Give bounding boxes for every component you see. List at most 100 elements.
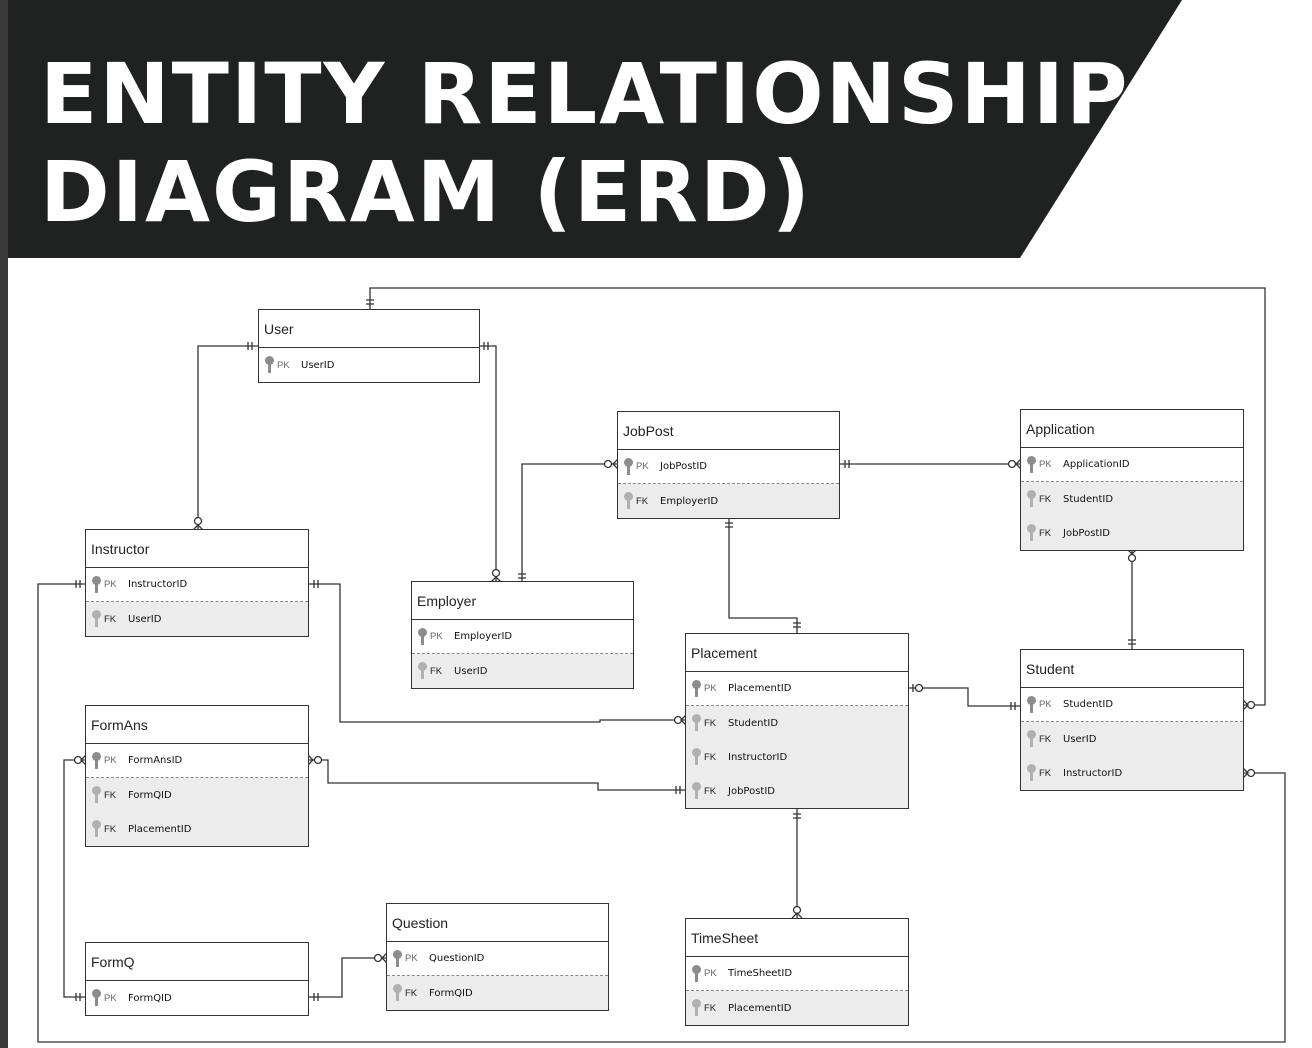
attr-row: PK JobPostID bbox=[618, 450, 839, 484]
crow-student-right-many bbox=[1242, 699, 1249, 711]
crow-jobpost-right-one bbox=[844, 460, 850, 468]
attr-row: PK TimeSheetID bbox=[686, 957, 908, 991]
entity-placement[interactable]: Placement PK PlacementID FK StudentID FK… bbox=[685, 633, 909, 809]
title-banner bbox=[8, 0, 1182, 258]
attr-name: InstructorID bbox=[728, 751, 788, 763]
key-icon bbox=[623, 492, 634, 510]
entity-timesheet[interactable]: TimeSheet PK TimeSheetID FK PlacementID bbox=[685, 918, 909, 1026]
entity-jobpost[interactable]: JobPost PK JobPostID FK EmployerID bbox=[617, 411, 840, 519]
crow-student-left-one bbox=[1010, 702, 1016, 710]
key-type: PK bbox=[1039, 699, 1052, 710]
attr-name: TimeSheetID bbox=[728, 968, 793, 979]
entity-application[interactable]: Application PK ApplicationID FK StudentI… bbox=[1020, 409, 1244, 551]
attr-row: PK StudentID bbox=[1021, 688, 1243, 722]
attr-row: PK PlacementID bbox=[686, 672, 908, 706]
entity-formans[interactable]: FormAns PK FormAnsID FK FormQID FK Place… bbox=[85, 705, 309, 847]
crow-formans-right-zero bbox=[313, 755, 323, 765]
key-type: FK bbox=[704, 751, 717, 763]
crow-user-left-one bbox=[247, 342, 253, 350]
crow-user-top-one bbox=[366, 299, 374, 305]
key-icon bbox=[1026, 730, 1037, 748]
crow-placement-right-zero bbox=[914, 683, 924, 693]
entity-formq-title: FormQ bbox=[86, 943, 308, 981]
entity-formans-title: FormAns bbox=[86, 706, 308, 744]
attr-row: PK UserID bbox=[259, 348, 479, 382]
rel-employer-jobpost bbox=[521, 463, 618, 582]
rel-user-employer bbox=[480, 345, 497, 582]
key-icon bbox=[691, 679, 702, 698]
entity-jobpost-title: JobPost bbox=[618, 412, 839, 450]
key-type: PK bbox=[1039, 459, 1052, 470]
crow-timesheet-top-many bbox=[791, 912, 803, 919]
key-icon bbox=[417, 627, 428, 646]
crow-application-left-zero bbox=[1007, 459, 1017, 469]
attr-name: JobPostID bbox=[660, 461, 707, 472]
attr-name: FormQID bbox=[429, 987, 473, 999]
key-icon bbox=[1026, 524, 1037, 542]
attr-name: UserID bbox=[1063, 733, 1097, 745]
crow-instructor-right-one bbox=[313, 580, 319, 588]
entity-question[interactable]: Question PK QuestionID FK FormQID bbox=[386, 903, 609, 1011]
entity-instructor-title: Instructor bbox=[86, 530, 308, 568]
attr-name: PlacementID bbox=[728, 683, 792, 694]
rel-formq-formans bbox=[63, 759, 86, 998]
entity-employer-title: Employer bbox=[412, 582, 633, 620]
crow-application-left-many bbox=[1015, 458, 1022, 470]
entity-formq[interactable]: FormQ PK FormQID bbox=[85, 942, 309, 1016]
attr-row: FK PlacementID bbox=[86, 812, 308, 846]
entity-student-title: Student bbox=[1021, 650, 1243, 688]
rel-user-student bbox=[369, 287, 1266, 706]
key-icon bbox=[623, 457, 634, 476]
banner-background bbox=[8, 0, 1182, 258]
attr-name: FormAnsID bbox=[128, 755, 183, 766]
entity-instructor[interactable]: Instructor PK InstructorID FK UserID bbox=[85, 529, 309, 637]
attr-name: EmployerID bbox=[454, 631, 513, 642]
rel-instructor-placement bbox=[308, 583, 686, 723]
crow-placement-jobpost-one bbox=[675, 786, 681, 794]
entity-user-title: User bbox=[259, 310, 479, 348]
attr-name: UserID bbox=[128, 613, 162, 625]
crow-instructor-left-one bbox=[75, 580, 81, 588]
attr-row: FK InstructorID bbox=[686, 740, 908, 774]
attr-row: FK UserID bbox=[412, 654, 633, 688]
entity-user[interactable]: User PK UserID bbox=[258, 309, 480, 383]
attr-name: UserID bbox=[301, 359, 335, 371]
key-type: PK bbox=[704, 683, 717, 694]
key-icon bbox=[417, 662, 428, 680]
entity-employer[interactable]: Employer PK EmployerID FK UserID bbox=[411, 581, 634, 689]
crow-student-top-one bbox=[1128, 639, 1136, 645]
crow-employer-jobpost-one bbox=[518, 573, 526, 579]
key-type: FK bbox=[104, 789, 117, 801]
rel-user-instructor bbox=[197, 345, 258, 530]
attr-name: StudentID bbox=[1063, 493, 1114, 505]
key-icon bbox=[1026, 455, 1037, 474]
attr-name: InstructorID bbox=[1063, 767, 1123, 779]
key-type: PK bbox=[104, 579, 117, 590]
attr-row: PK ApplicationID bbox=[1021, 448, 1243, 482]
rel-formans-placement bbox=[308, 759, 686, 791]
crow-formq-left-one bbox=[75, 993, 81, 1001]
attr-row: FK PlacementID bbox=[686, 991, 908, 1025]
key-type: FK bbox=[704, 785, 717, 797]
key-type: FK bbox=[704, 717, 717, 729]
attr-row: PK EmployerID bbox=[412, 620, 633, 654]
attr-name: JobPostID bbox=[1063, 527, 1110, 539]
key-icon bbox=[91, 786, 102, 804]
attr-name: ApplicationID bbox=[1063, 459, 1130, 470]
attr-name: PlacementID bbox=[128, 823, 192, 835]
key-type: FK bbox=[104, 613, 117, 625]
attr-row: FK UserID bbox=[1021, 722, 1243, 756]
key-type: FK bbox=[1039, 767, 1052, 779]
key-type: FK bbox=[1039, 493, 1052, 505]
key-type: FK bbox=[405, 987, 418, 999]
rel-placement-student bbox=[909, 687, 1021, 707]
entity-student[interactable]: Student PK StudentID FK UserID FK Instru… bbox=[1020, 649, 1244, 791]
crow-instructor-top-many bbox=[192, 524, 204, 531]
crow-placement-left-many bbox=[680, 714, 687, 726]
attr-row: FK StudentID bbox=[1021, 482, 1243, 516]
attr-name: StudentID bbox=[1063, 699, 1114, 710]
key-icon bbox=[691, 714, 702, 732]
key-icon bbox=[691, 782, 702, 800]
key-type: PK bbox=[277, 359, 290, 371]
attr-name: JobPostID bbox=[728, 785, 775, 797]
